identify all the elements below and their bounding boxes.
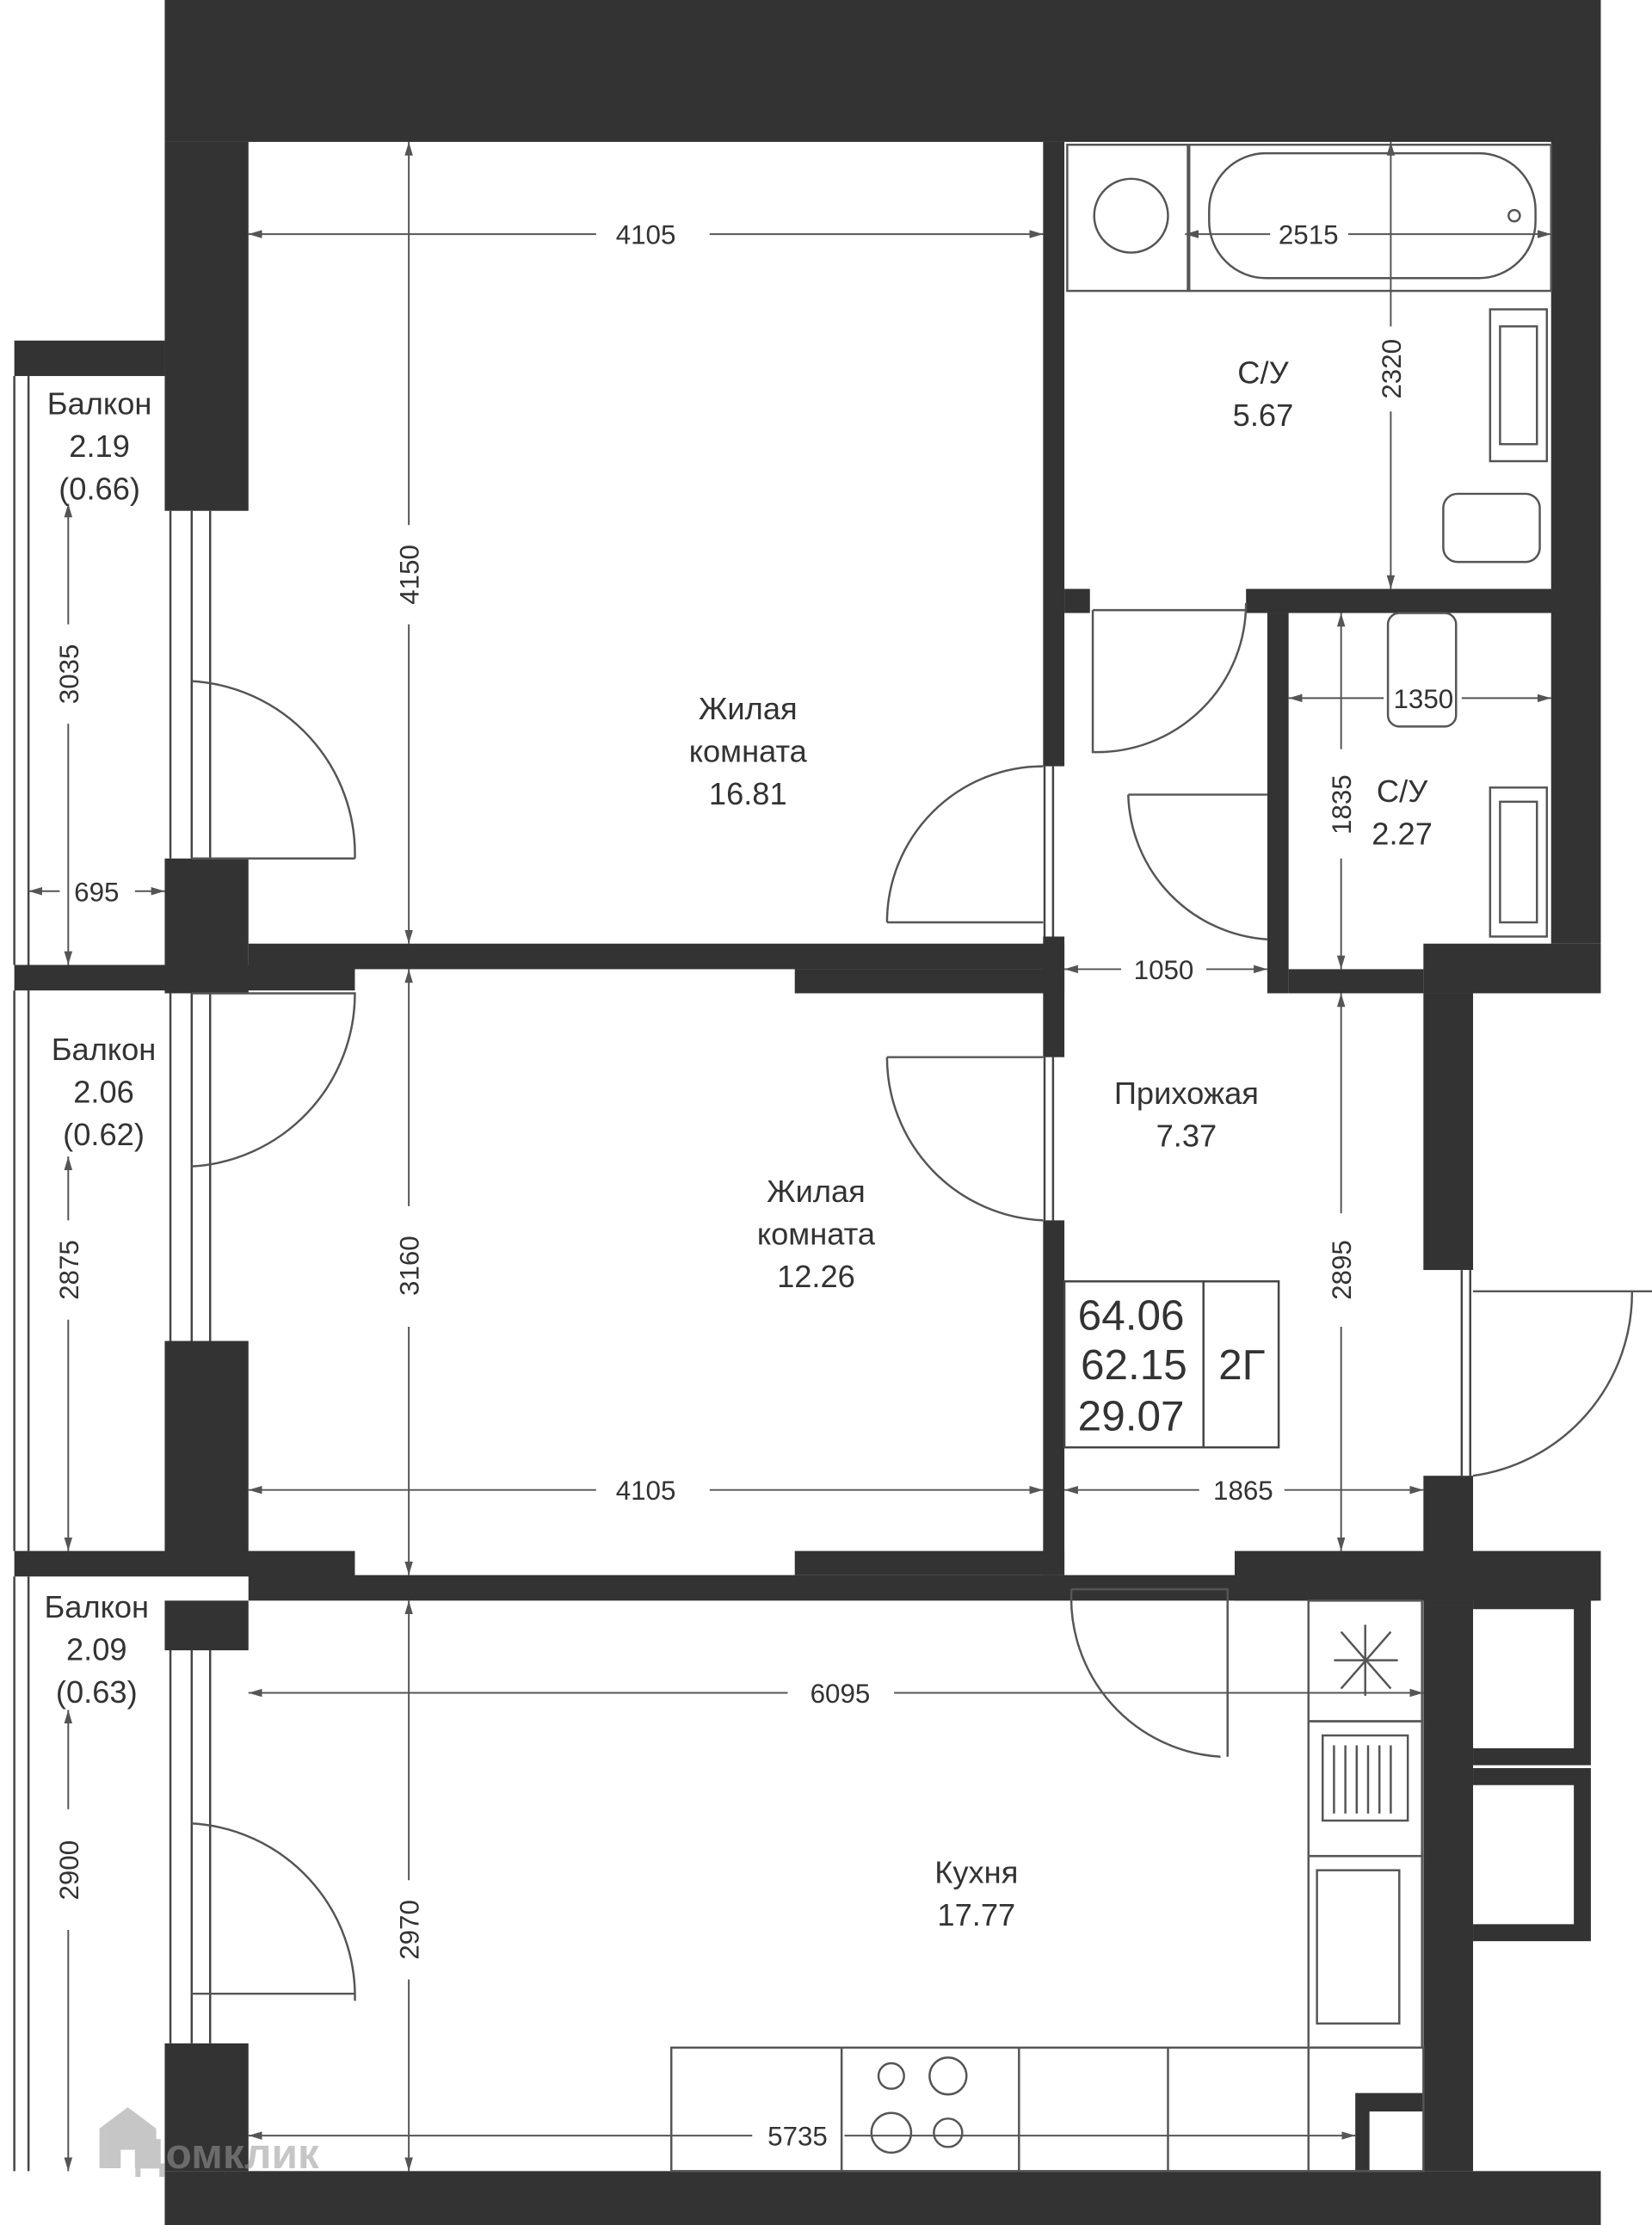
dim-corridor-width: 1050 bbox=[1134, 955, 1194, 985]
room-bath2-area: 2.27 bbox=[1372, 816, 1433, 851]
room-kitchen-area: 17.77 bbox=[937, 1897, 1015, 1932]
dim-kitchen-bottom: 5735 bbox=[767, 2122, 828, 2152]
dimension-lines bbox=[28, 142, 1551, 2171]
door-balcony-2 bbox=[191, 992, 356, 1168]
dim-balcony1-width: 695 bbox=[74, 877, 119, 907]
watermark-text: Домклик bbox=[135, 2130, 319, 2178]
doors bbox=[191, 602, 1652, 2001]
bidet-icon bbox=[1442, 492, 1541, 564]
dim-hall-height: 2895 bbox=[1327, 1240, 1357, 1300]
door-balcony-1 bbox=[191, 680, 356, 860]
room-kitchen-name: Кухня bbox=[934, 1855, 1018, 1890]
dim-kitchen-width: 6095 bbox=[811, 1679, 871, 1709]
room-hall-area: 7.37 bbox=[1156, 1119, 1217, 1154]
walls bbox=[14, 0, 1601, 2225]
room-living1-area: 16.81 bbox=[709, 776, 787, 811]
room-balcony3-reduced: (0.63) bbox=[56, 1674, 138, 1710]
dim-balcony2-height: 2875 bbox=[54, 1240, 84, 1300]
dim-kitchen-height: 2970 bbox=[395, 1900, 425, 1960]
room-balcony2-area: 2.06 bbox=[73, 1074, 134, 1109]
door-kitchen bbox=[1069, 1587, 1229, 1758]
sink-2-icon bbox=[1489, 786, 1549, 938]
summary-area-without-balcony: 62.15 bbox=[1081, 1341, 1187, 1389]
dim-balcony1-height: 3035 bbox=[54, 644, 84, 705]
room-balcony2-name: Балкон bbox=[52, 1032, 157, 1067]
room-living2-name-2: комната bbox=[757, 1216, 876, 1251]
room-balcony1-area: 2.19 bbox=[69, 428, 130, 464]
dishwasher-icon bbox=[1307, 1720, 1423, 1858]
dim-bath1-width: 2515 bbox=[1279, 220, 1339, 250]
door-living-2 bbox=[885, 1056, 1044, 1222]
watermark: Домклик bbox=[99, 2107, 319, 2178]
entrance-door bbox=[1472, 1290, 1652, 1477]
dim-balcony3-height: 2900 bbox=[54, 1840, 84, 1901]
door-bath-2 bbox=[1127, 793, 1267, 941]
watermark-logo-icon bbox=[99, 2107, 157, 2169]
room-bath2-name: С/У bbox=[1377, 774, 1428, 809]
room-bath1-area: 5.67 bbox=[1233, 398, 1294, 433]
kitchen-sink-icon bbox=[1307, 1854, 1423, 2049]
sink-icon bbox=[1489, 308, 1549, 463]
dim-bath2-height: 1835 bbox=[1327, 774, 1357, 835]
summary-box: 64.06 62.15 29.07 2Г bbox=[1063, 1280, 1280, 1449]
room-balcony3-area: 2.09 bbox=[66, 1632, 127, 1667]
bathtub-icon bbox=[1187, 143, 1552, 293]
dim-living1-height: 4150 bbox=[395, 545, 425, 605]
summary-living-area: 29.07 bbox=[1078, 1392, 1185, 1439]
room-living2-name: Жилая bbox=[767, 1174, 866, 1209]
dim-living2-height: 3160 bbox=[395, 1236, 425, 1296]
stove-icon bbox=[870, 2056, 968, 2154]
room-balcony1-name: Балкон bbox=[47, 386, 152, 422]
room-living1-name: Жилая bbox=[699, 691, 798, 726]
room-labels: Жилая комната 16.81 Жилая комната 12.26 … bbox=[44, 354, 1432, 1932]
door-bath-1 bbox=[1091, 602, 1248, 754]
dimension-labels: 4105 4150 2515 2320 1350 1835 1050 3160 … bbox=[54, 220, 1453, 2152]
room-living1-name-2: комната bbox=[689, 734, 808, 769]
room-living2-area: 12.26 bbox=[777, 1259, 855, 1294]
toilet-icon bbox=[1386, 612, 1458, 728]
room-balcony1-reduced: (0.66) bbox=[59, 472, 140, 507]
dim-living1-width: 4105 bbox=[616, 220, 676, 250]
dim-bath2-width: 1350 bbox=[1393, 684, 1453, 714]
room-hall-name: Прихожая bbox=[1114, 1076, 1259, 1111]
room-balcony2-reduced: (0.62) bbox=[63, 1117, 145, 1152]
room-balcony3-name: Балкон bbox=[44, 1589, 149, 1624]
door-balcony-3 bbox=[191, 1822, 356, 2001]
washer-icon bbox=[1066, 143, 1189, 293]
fixtures bbox=[669, 143, 1552, 2173]
summary-total-area: 64.06 bbox=[1078, 1291, 1185, 1339]
dim-living2-width: 4105 bbox=[616, 1476, 676, 1506]
dim-bath1-height: 2320 bbox=[1377, 339, 1407, 399]
dim-hall-width: 1865 bbox=[1213, 1476, 1273, 1506]
balcony-frames bbox=[13, 376, 1471, 2172]
summary-apartment-type: 2Г bbox=[1218, 1341, 1265, 1389]
room-bath1-name: С/У bbox=[1237, 354, 1289, 390]
counter bbox=[669, 2046, 1425, 2173]
door-living-1 bbox=[885, 765, 1044, 924]
